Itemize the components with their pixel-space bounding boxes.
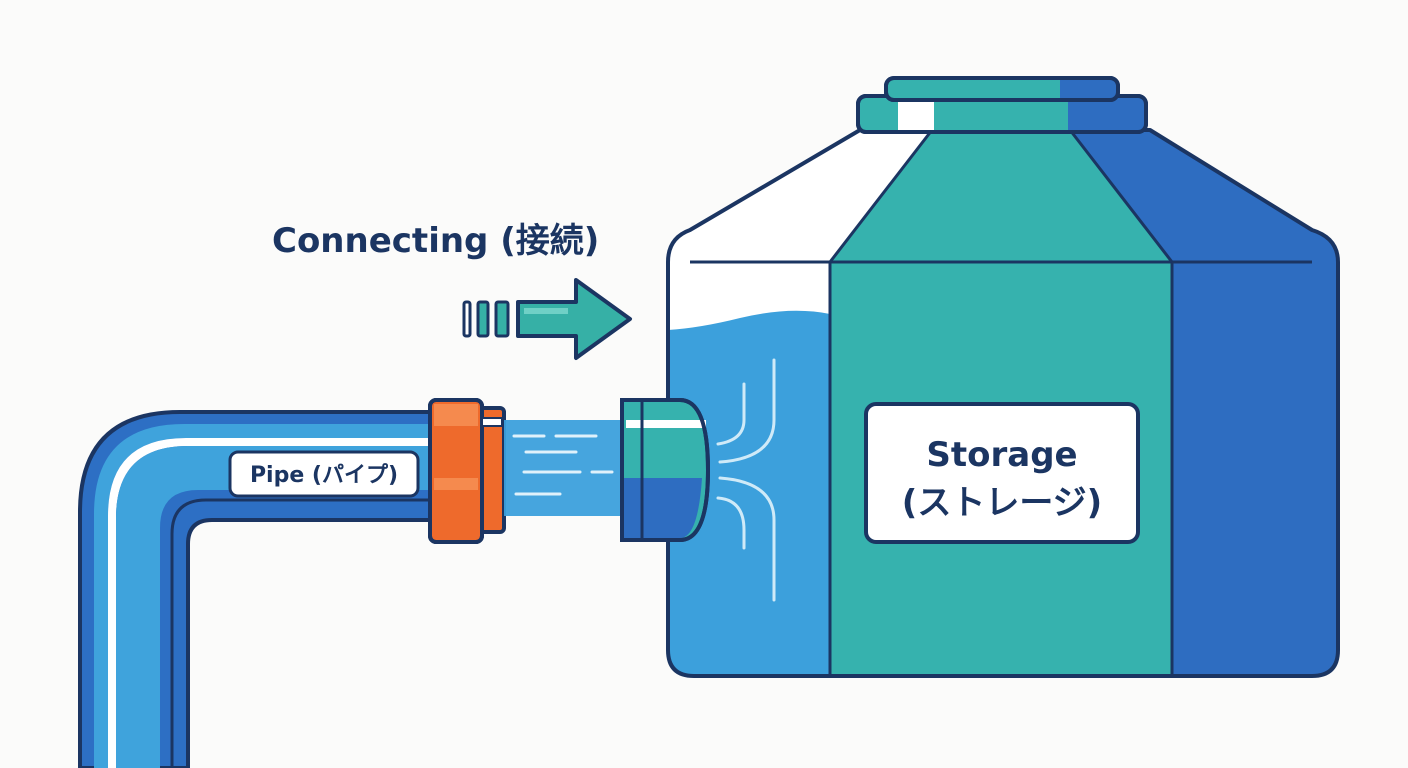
- pipe-label: Pipe (パイプ): [228, 450, 420, 498]
- pipe-coupling: [428, 398, 506, 544]
- storage-label-line2: (ストレージ): [902, 483, 1102, 523]
- water-jet: [504, 420, 622, 516]
- connect-arrow-icon: [462, 278, 632, 360]
- connecting-label: Connecting (接続): [272, 221, 599, 261]
- storage-tank: [666, 76, 1340, 678]
- storage-label-line1: Storage: [926, 435, 1077, 475]
- pipe-label-text: Pipe (パイプ): [250, 463, 398, 488]
- tank-inlet: [620, 398, 711, 542]
- tank-lid: [856, 76, 1148, 134]
- water-flow-icon: [716, 358, 776, 602]
- storage-label: Storage (ストレージ): [864, 402, 1140, 544]
